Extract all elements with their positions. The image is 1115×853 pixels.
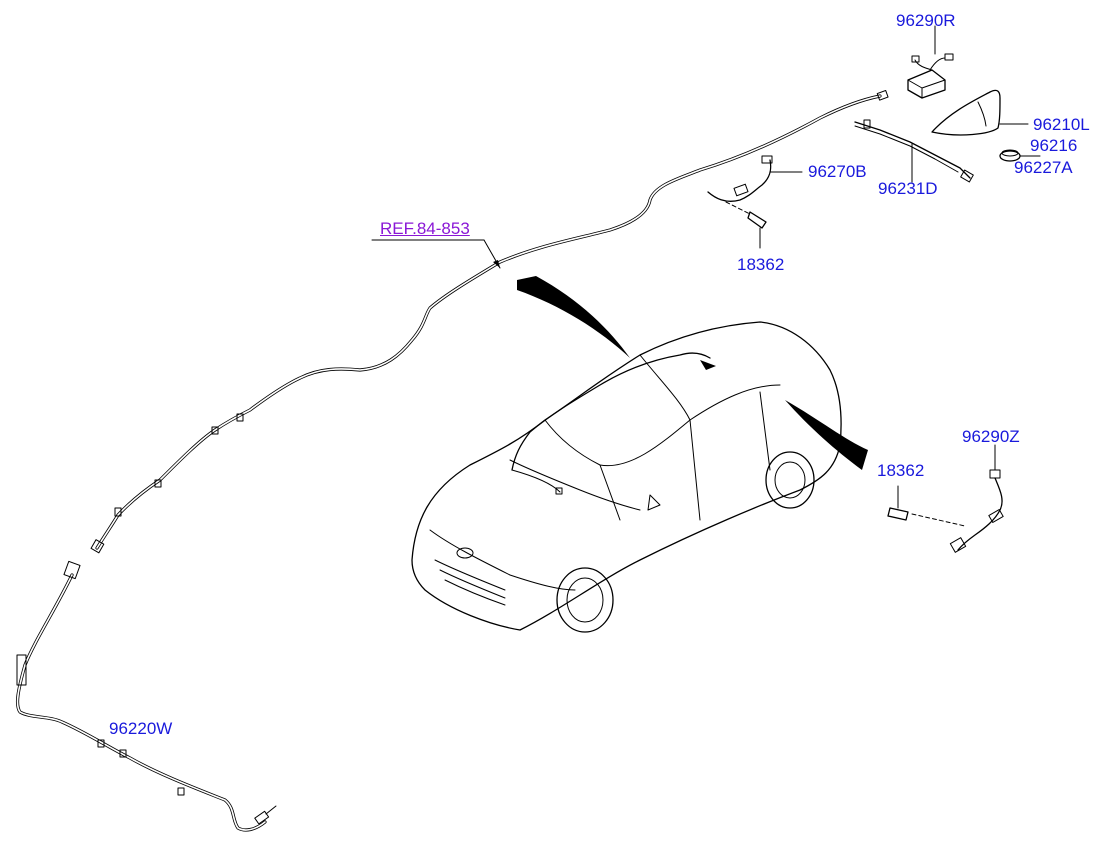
front-harness [15,560,277,832]
grommet-96227A [999,149,1041,162]
part-label-96220W[interactable]: 96220W [109,719,173,738]
car-outline [411,321,842,633]
ref-leader [371,239,501,269]
harness-96270B [707,155,803,249]
part-label-96290R[interactable]: 96290R [896,11,956,30]
part-label-18362-right[interactable]: 18362 [877,461,925,480]
ref-label[interactable]: REF.84-853 [380,219,470,238]
part-label-18362-top[interactable]: 18362 [737,255,785,274]
car-roof-harness [511,352,716,495]
part-label-96270B[interactable]: 96270B [808,162,867,181]
part-label-96290Z[interactable]: 96290Z [962,427,1020,446]
part-label-96210L[interactable]: 96210L [1033,115,1090,134]
part-label-96231D[interactable]: 96231D [878,179,938,198]
pointer-wedge-roof [517,276,630,358]
roof-cable [90,89,889,554]
part-label-96227A[interactable]: 96227A [1014,158,1073,177]
wiring-96231D [854,119,974,183]
pointer-wedge-rear [785,400,868,470]
module-96290R [907,25,954,99]
harness-96290Z [887,444,1004,553]
shark-fin-antenna [931,89,1029,136]
part-label-96216[interactable]: 96216 [1030,136,1078,155]
